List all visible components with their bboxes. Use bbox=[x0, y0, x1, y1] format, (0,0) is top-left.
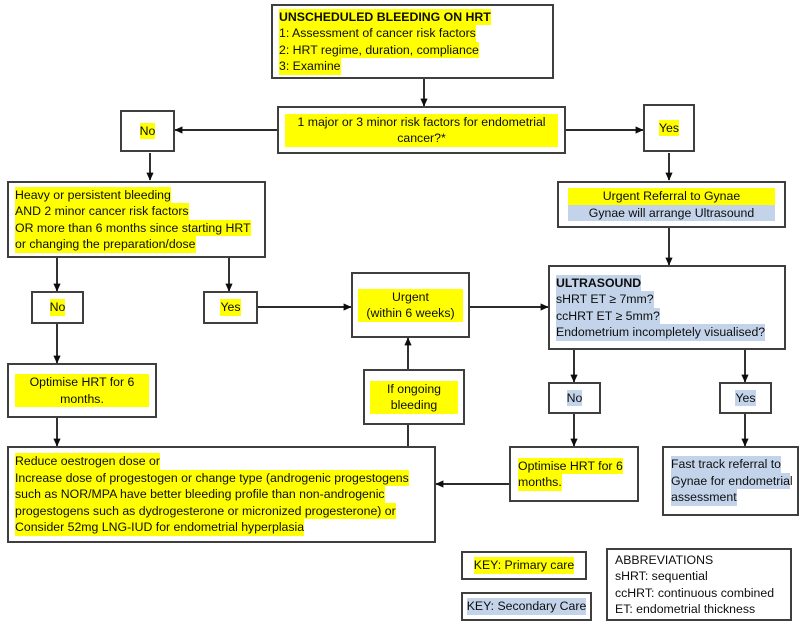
node-optimise-left: Optimise HRT for 6 months. bbox=[7, 363, 157, 418]
node-start: UNSCHEDULED BLEEDING ON HRT 1: Assessmen… bbox=[271, 4, 554, 79]
heavy-bleeding-line-4: or changing the preparation/dose bbox=[15, 236, 196, 253]
optimise-right-line-2: months. bbox=[518, 474, 562, 491]
treatment-line-2: Increase dose of progestogen or change t… bbox=[15, 469, 409, 487]
risk-yes-label: Yes bbox=[658, 119, 680, 137]
start-line-3: 3: Examine bbox=[279, 58, 341, 75]
optimise-right-line-1: Optimise HRT for 6 bbox=[518, 457, 623, 474]
risk-question-line-2: cancer?* bbox=[285, 130, 558, 147]
node-heavy-yes: Yes bbox=[203, 291, 258, 324]
start-line-1: 1: Assessment of cancer risk factors bbox=[279, 25, 476, 42]
optimise-left-line-1: Optimise HRT for 6 bbox=[15, 374, 149, 391]
heavy-bleeding-line-2: AND 2 minor cancer risk factors bbox=[15, 203, 189, 220]
optimise-left-line-2: months. bbox=[15, 390, 149, 407]
if-ongoing-line-2: bleeding bbox=[370, 397, 458, 414]
legend-primary-care: KEY: Primary care bbox=[461, 551, 587, 580]
node-urgent: Urgent (within 6 weeks) bbox=[351, 272, 470, 338]
abbreviations-line-3: ET: endometrial thickness bbox=[615, 602, 756, 616]
fast-track-line-2: Gynae for endometrial bbox=[671, 472, 793, 490]
ultrasound-line-2: ccHRT ET ≥ 5mm? bbox=[556, 307, 660, 324]
node-risk-question: 1 major or 3 minor risk factors for endo… bbox=[277, 106, 566, 154]
ultrasound-heading: ULTRASOUND bbox=[556, 274, 642, 291]
risk-question-line-1: 1 major or 3 minor risk factors for endo… bbox=[285, 113, 558, 130]
urgent-referral-line-2: Gynae will arrange Ultrasound bbox=[568, 204, 775, 221]
node-optimise-right: Optimise HRT for 6 months. bbox=[509, 446, 639, 502]
if-ongoing-line-1: If ongoing bbox=[370, 380, 458, 397]
node-urgent-referral: Urgent Referral to Gynae Gynae will arra… bbox=[557, 181, 786, 228]
abbreviations-line-1: sHRT: sequential bbox=[615, 569, 708, 583]
treatment-line-3: such as NOR/MPA have better bleeding pro… bbox=[15, 486, 385, 503]
ultrasound-line-3: Endometrium incompletely visualised? bbox=[556, 324, 766, 341]
heavy-no-label: No bbox=[49, 299, 66, 316]
node-ultrasound-no: No bbox=[548, 382, 601, 414]
heavy-bleeding-line-1: Heavy or persistent bleeding bbox=[15, 186, 171, 203]
node-heavy-no: No bbox=[31, 291, 84, 324]
risk-no-label: No bbox=[139, 122, 156, 140]
ultrasound-line-1: sHRT ET ≥ 7mm? bbox=[556, 291, 654, 308]
urgent-referral-line-1: Urgent Referral to Gynae bbox=[568, 188, 775, 205]
node-ultrasound-yes: Yes bbox=[719, 382, 772, 414]
treatment-line-1: Reduce oestrogen dose or bbox=[15, 453, 160, 470]
legend-secondary-care: KEY: Secondary Care bbox=[461, 592, 592, 621]
start-line-2: 2: HRT regime, duration, compliance bbox=[279, 41, 479, 58]
node-treatment: Reduce oestrogen dose or Increase dose o… bbox=[7, 446, 436, 543]
abbreviations-heading: ABBREVIATIONS bbox=[615, 552, 714, 567]
treatment-line-5: Consider 52mg LNG-IUD for endometrial hy… bbox=[15, 519, 305, 536]
node-if-ongoing-bleeding: If ongoing bleeding bbox=[363, 369, 465, 425]
start-heading: UNSCHEDULED BLEEDING ON HRT bbox=[279, 8, 491, 25]
abbreviations-box: ABBREVIATIONS sHRT: sequential ccHRT: co… bbox=[606, 548, 792, 621]
ultrasound-yes-label: Yes bbox=[735, 389, 756, 407]
legend-secondary-label: KEY: Secondary Care bbox=[466, 598, 587, 615]
urgent-line-1: Urgent bbox=[358, 288, 463, 305]
heavy-bleeding-line-3: OR more than 6 months since starting HRT bbox=[15, 219, 251, 236]
node-risk-no: No bbox=[120, 110, 175, 152]
urgent-line-2: (within 6 weeks) bbox=[358, 305, 463, 322]
node-fast-track: Fast track referral to Gynae for endomet… bbox=[662, 446, 799, 516]
legend-primary-label: KEY: Primary care bbox=[473, 557, 575, 574]
node-heavy-bleeding: Heavy or persistent bleeding AND 2 minor… bbox=[7, 181, 266, 258]
heavy-yes-label: Yes bbox=[220, 299, 241, 316]
node-risk-yes: Yes bbox=[643, 104, 695, 152]
node-ultrasound: ULTRASOUND sHRT ET ≥ 7mm? ccHRT ET ≥ 5mm… bbox=[548, 265, 786, 350]
fast-track-line-3: assessment bbox=[671, 489, 737, 506]
ultrasound-no-label: No bbox=[566, 389, 583, 407]
treatment-line-4: progestogens such as dydrogesterone or m… bbox=[15, 502, 396, 520]
abbreviations-line-2: ccHRT: continuous combined bbox=[615, 585, 775, 600]
fast-track-line-1: Fast track referral to bbox=[671, 456, 782, 473]
